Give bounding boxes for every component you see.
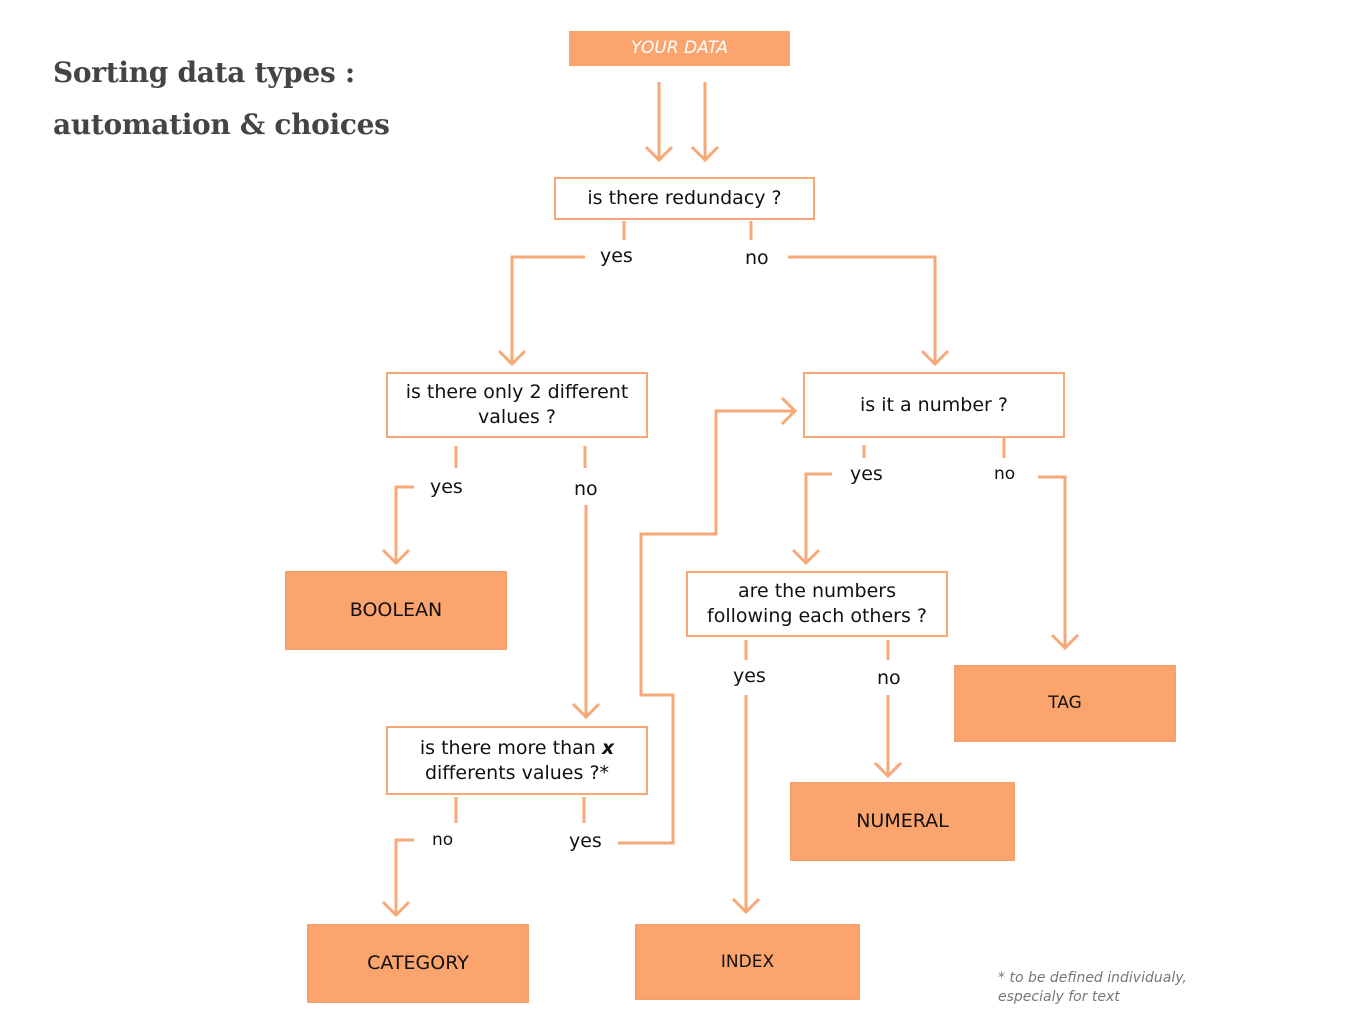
isnumber-yes-label: yes xyxy=(850,463,883,485)
more-than-x-question-text: is there more than x differents values ?… xyxy=(412,736,622,786)
category-label: CATEGORY xyxy=(367,952,469,974)
your-data-node: YOUR DATA xyxy=(569,31,790,66)
arrow-following-no xyxy=(873,695,903,779)
morethanx-no-label: no xyxy=(432,830,454,850)
tag-node: TAG xyxy=(954,665,1176,742)
arrow-redundancy-no xyxy=(788,255,950,367)
morethanx-yes-label: yes xyxy=(569,830,602,852)
variable-x: x xyxy=(601,736,615,759)
arrow-isnumber-yes xyxy=(791,472,832,566)
footnote-line1: * to be defined individualy, xyxy=(998,970,1187,986)
tag-label: TAG xyxy=(1048,693,1082,713)
numeral-label: NUMERAL xyxy=(856,810,949,832)
onlytwo-no-label: no xyxy=(574,478,598,500)
arrow-isnumber-no xyxy=(1038,475,1080,651)
redundancy-no-label: no xyxy=(745,247,769,269)
arrow-onlytwo-yes xyxy=(381,485,414,566)
diagram-title-line1: Sorting data types : xyxy=(53,56,355,89)
is-number-question-text: is it a number ? xyxy=(860,393,1008,416)
redundancy-yes-label: yes xyxy=(600,245,633,267)
only-two-values-question-node: is there only 2 different values ? xyxy=(386,372,648,438)
numbers-following-question-text: are the numbers following each others ? xyxy=(707,580,927,627)
arrow-morethanx-yes xyxy=(618,396,798,845)
footnote: * to be defined individualy, especialy f… xyxy=(998,969,1187,1007)
numbers-following-question-node: are the numbers following each others ? xyxy=(686,571,948,637)
arrow-onlytwo-no xyxy=(571,505,601,720)
numeral-node: NUMERAL xyxy=(790,782,1015,861)
redundancy-question-text: is there redundacy ? xyxy=(587,187,782,209)
redundancy-question-node: is there redundacy ? xyxy=(554,177,815,220)
following-no-label: no xyxy=(877,667,901,689)
index-label: INDEX xyxy=(720,951,775,972)
arrow-redundancy-yes xyxy=(497,255,585,367)
arrow-your-data-left xyxy=(644,82,674,163)
onlytwo-yes-label: yes xyxy=(430,476,463,498)
diagram-title-line2: automation & choices xyxy=(53,108,390,141)
more-than-x-text-end: differents values ?* xyxy=(424,761,610,784)
your-data-label: YOUR DATA xyxy=(630,38,729,58)
boolean-node: BOOLEAN xyxy=(285,571,507,650)
is-number-question-node: is it a number ? xyxy=(803,372,1065,438)
more-than-x-text-start: is there more than xyxy=(419,736,602,759)
isnumber-no-label: no xyxy=(994,464,1016,484)
more-than-x-question-node: is there more than x differents values ?… xyxy=(386,726,648,795)
only-two-values-question-text: is there only 2 different values ? xyxy=(405,381,629,428)
boolean-label: BOOLEAN xyxy=(349,599,443,621)
footnote-line2: especialy for text xyxy=(998,989,1120,1005)
arrow-following-yes xyxy=(731,695,761,915)
index-node: INDEX xyxy=(635,924,860,1000)
category-node: CATEGORY xyxy=(307,924,529,1003)
arrow-your-data-right xyxy=(690,82,720,163)
arrow-morethanx-no xyxy=(381,838,414,918)
following-yes-label: yes xyxy=(733,665,766,687)
